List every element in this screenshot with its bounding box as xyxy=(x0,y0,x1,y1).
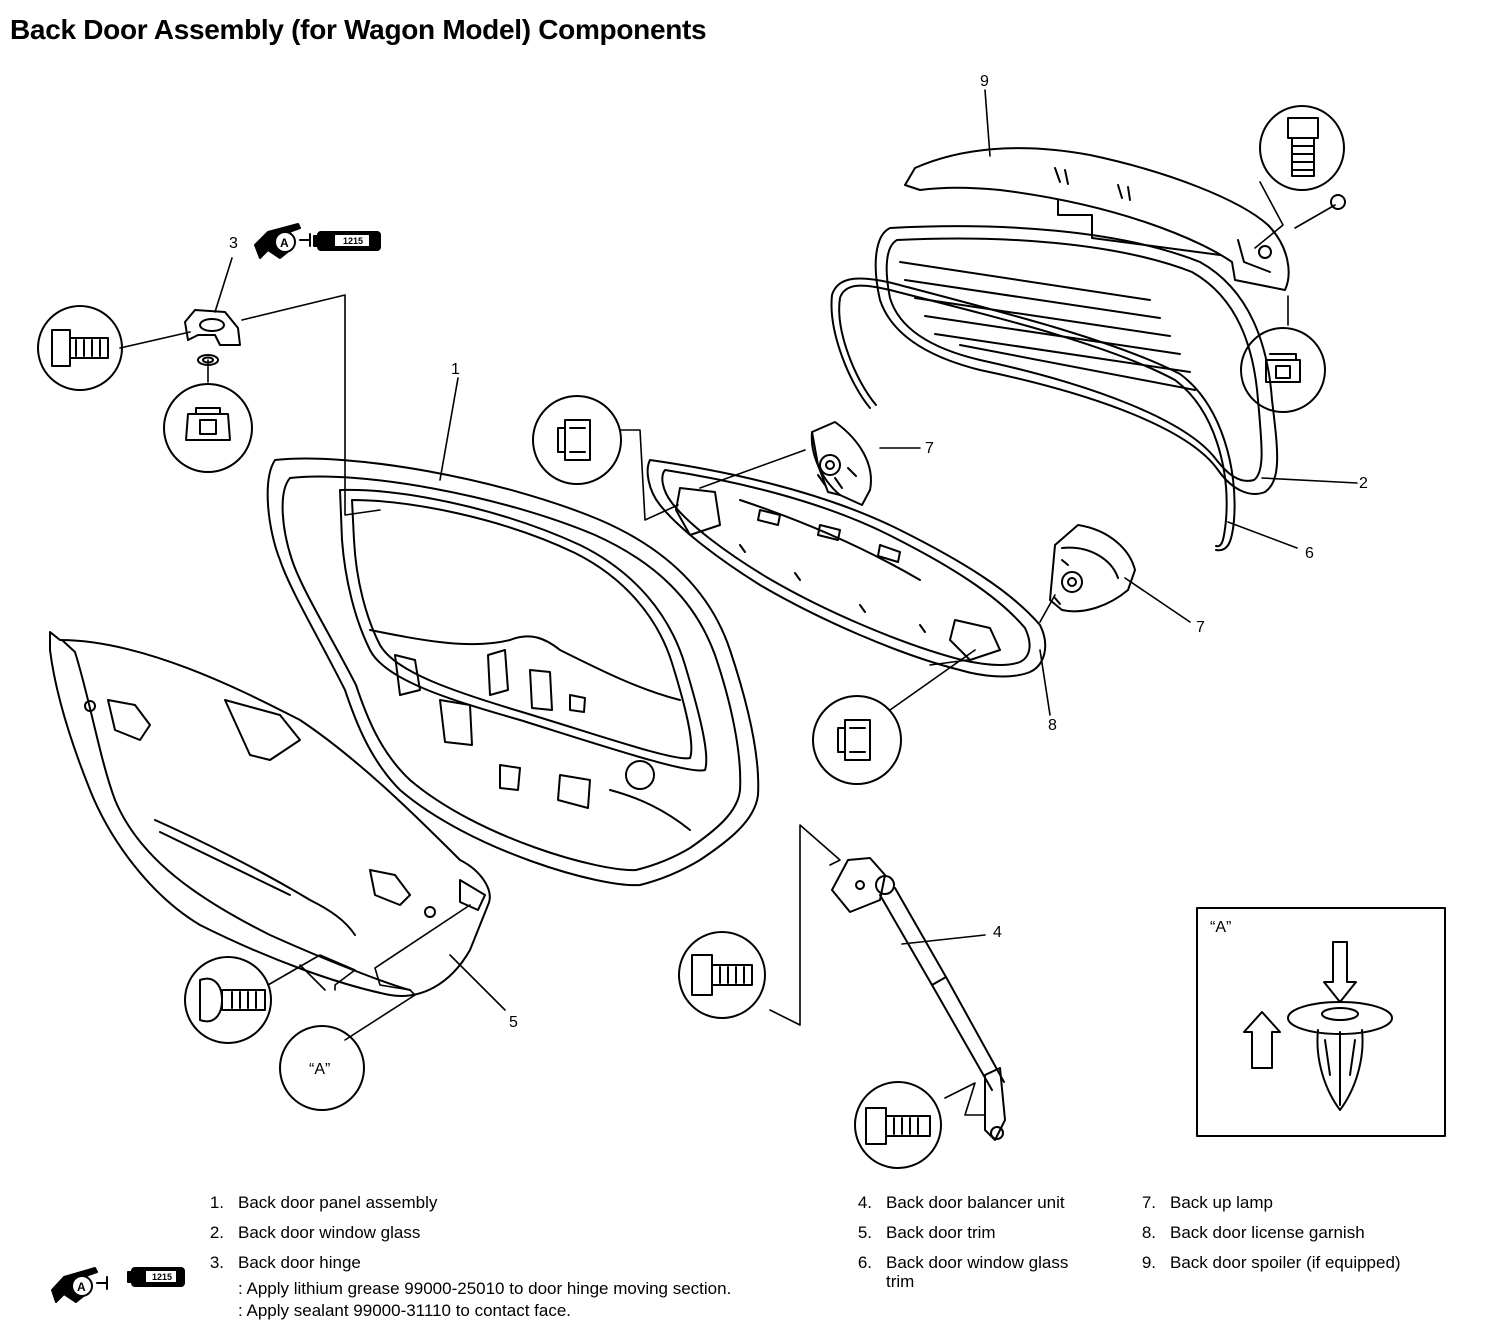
legend-text: Back door window glass xyxy=(238,1223,421,1242)
callout-7-lower: 7 xyxy=(1196,619,1205,636)
legend-text-continuation: trim xyxy=(886,1272,915,1291)
legend-number: 2. xyxy=(209,1223,224,1242)
legend-number: 7. xyxy=(1141,1193,1156,1212)
legend-text: Back door panel assembly xyxy=(238,1193,438,1212)
grease-code-top: A xyxy=(280,236,289,250)
grease-sealant-icons-top xyxy=(254,223,381,259)
bolt-detail-circle xyxy=(37,305,123,391)
nut-detail-circle xyxy=(532,395,622,485)
legend-item: 9. Back door spoiler (if equipped) xyxy=(1122,1248,1401,1278)
legend-text: Back door hinge xyxy=(238,1253,361,1272)
callout-5: 5 xyxy=(509,1014,518,1031)
legend-item: 8. Back door license garnish xyxy=(1122,1218,1401,1248)
legend-number: 5. xyxy=(857,1223,872,1242)
legend-column-3: 7. Back up lamp 8. Back door license garni… xyxy=(1122,1188,1401,1278)
license-garnish-part-8 xyxy=(646,459,1047,678)
clip-hole-icon xyxy=(1258,245,1272,259)
bolt-detail-circle xyxy=(854,1081,942,1169)
clip-detail-circle xyxy=(279,1025,365,1111)
glass-trim-part-6 xyxy=(830,277,1236,552)
legend-note-sealant: : Apply sealant 99000-31110 to contact f… xyxy=(238,1301,571,1320)
legend-item: 6. Back door window glass xyxy=(838,1248,1069,1278)
grease-code-legend: A xyxy=(77,1280,86,1294)
leader-lines xyxy=(119,89,1358,1116)
balancer-part-4 xyxy=(831,857,1006,1141)
legend-text: Back door window glass xyxy=(886,1253,1069,1272)
legend-number: 3. xyxy=(209,1253,224,1272)
legend-item: 4. Back door balancer unit xyxy=(838,1188,1068,1218)
callout-3: 3 xyxy=(229,235,238,252)
legend-number: 9. xyxy=(1141,1253,1156,1272)
window-glass-part-2 xyxy=(874,225,1279,495)
washer-icon xyxy=(1330,194,1346,210)
sealant-code-legend: 1215 xyxy=(152,1272,172,1282)
spoiler-part-9 xyxy=(904,147,1290,291)
clip-detail-box xyxy=(1196,907,1446,1137)
nut-detail-circle xyxy=(163,383,253,473)
legend-text: Back door license garnish xyxy=(1170,1223,1365,1242)
fastener-detail-circles xyxy=(37,105,1346,1169)
legend-item: 5. Back door trim xyxy=(838,1218,1068,1248)
diagram-title: Back Door Assembly (for Wagon Model) Com… xyxy=(10,14,707,45)
grease-sealant-icons-legend xyxy=(51,1267,185,1303)
bolt-detail-circle xyxy=(678,931,766,1019)
bolt-detail-circle xyxy=(184,956,272,1044)
callout-1: 1 xyxy=(451,361,460,378)
legend-item: 2. Back door window glass xyxy=(190,1218,731,1248)
door-trim-part-5 xyxy=(49,631,491,997)
callout-4: 4 xyxy=(993,924,1002,941)
callout-2: 2 xyxy=(1359,475,1368,492)
legend-text: Back door spoiler (if equipped) xyxy=(1170,1253,1401,1272)
legend-item: 3. Back door hinge xyxy=(190,1248,731,1278)
backup-lamp-upper-part-7 xyxy=(810,421,872,506)
legend-number: 6. xyxy=(857,1253,872,1272)
legend-number: 4. xyxy=(857,1193,872,1212)
bolt-detail-circle xyxy=(1259,105,1345,191)
nut-detail-circle xyxy=(1240,327,1326,413)
legend-text: Back door trim xyxy=(886,1223,996,1242)
callout-6: 6 xyxy=(1305,545,1314,562)
legend-item: 1. Back door panel assembly xyxy=(190,1188,731,1218)
legend-number: 1. xyxy=(209,1193,224,1212)
legend-column-2: 4. Back door balancer unit 5. Back door tr… xyxy=(838,1188,1069,1292)
callout-9: 9 xyxy=(980,73,989,90)
callout-8: 8 xyxy=(1048,717,1057,734)
legend-text: Back door balancer unit xyxy=(886,1193,1065,1212)
detail-a-circle-label: “A” xyxy=(309,1061,330,1078)
legend-number: 8. xyxy=(1141,1223,1156,1242)
callout-7-upper: 7 xyxy=(925,440,934,457)
sealant-code-top: 1215 xyxy=(343,236,363,246)
backup-lamp-lower-part-7 xyxy=(1049,524,1136,613)
door-panel-part-1 xyxy=(266,457,760,887)
legend-text: Back up lamp xyxy=(1170,1193,1273,1212)
legend-note-grease: : Apply lithium grease 99000-25010 to do… xyxy=(238,1279,732,1298)
legend-item: 7. Back up lamp xyxy=(1122,1188,1401,1218)
legend-column-1: 1. Back door panel assembly 2. Back door w… xyxy=(190,1188,732,1322)
nut-detail-circle xyxy=(812,695,902,785)
detail-a-box-label: “A” xyxy=(1210,919,1231,936)
hinge-part-3 xyxy=(184,309,241,366)
